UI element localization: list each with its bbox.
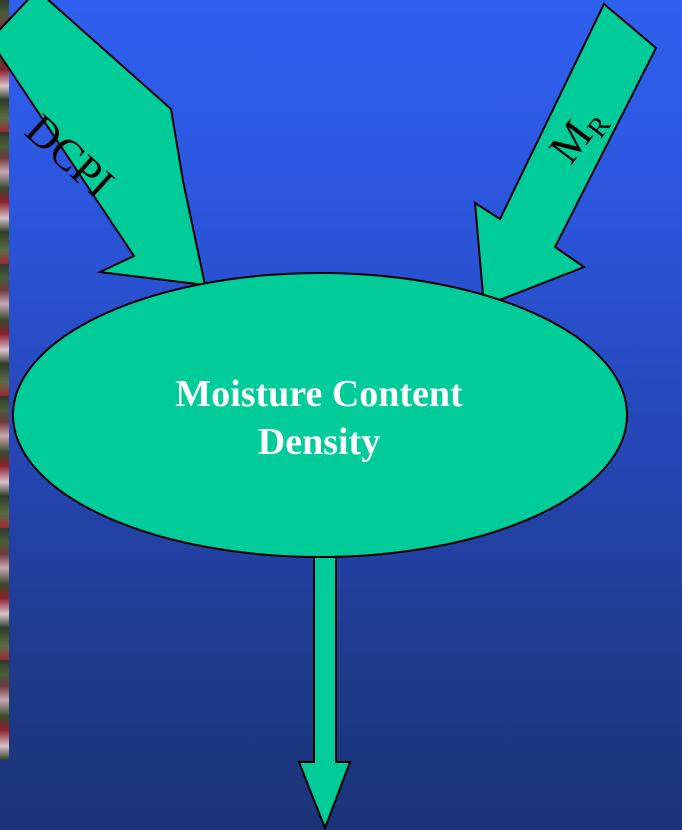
output-arrow bbox=[299, 557, 350, 828]
node-label: Moisture Content Density bbox=[14, 370, 624, 466]
node-label-line2: Density bbox=[14, 418, 624, 466]
node-label-line1: Moisture Content bbox=[14, 370, 624, 418]
